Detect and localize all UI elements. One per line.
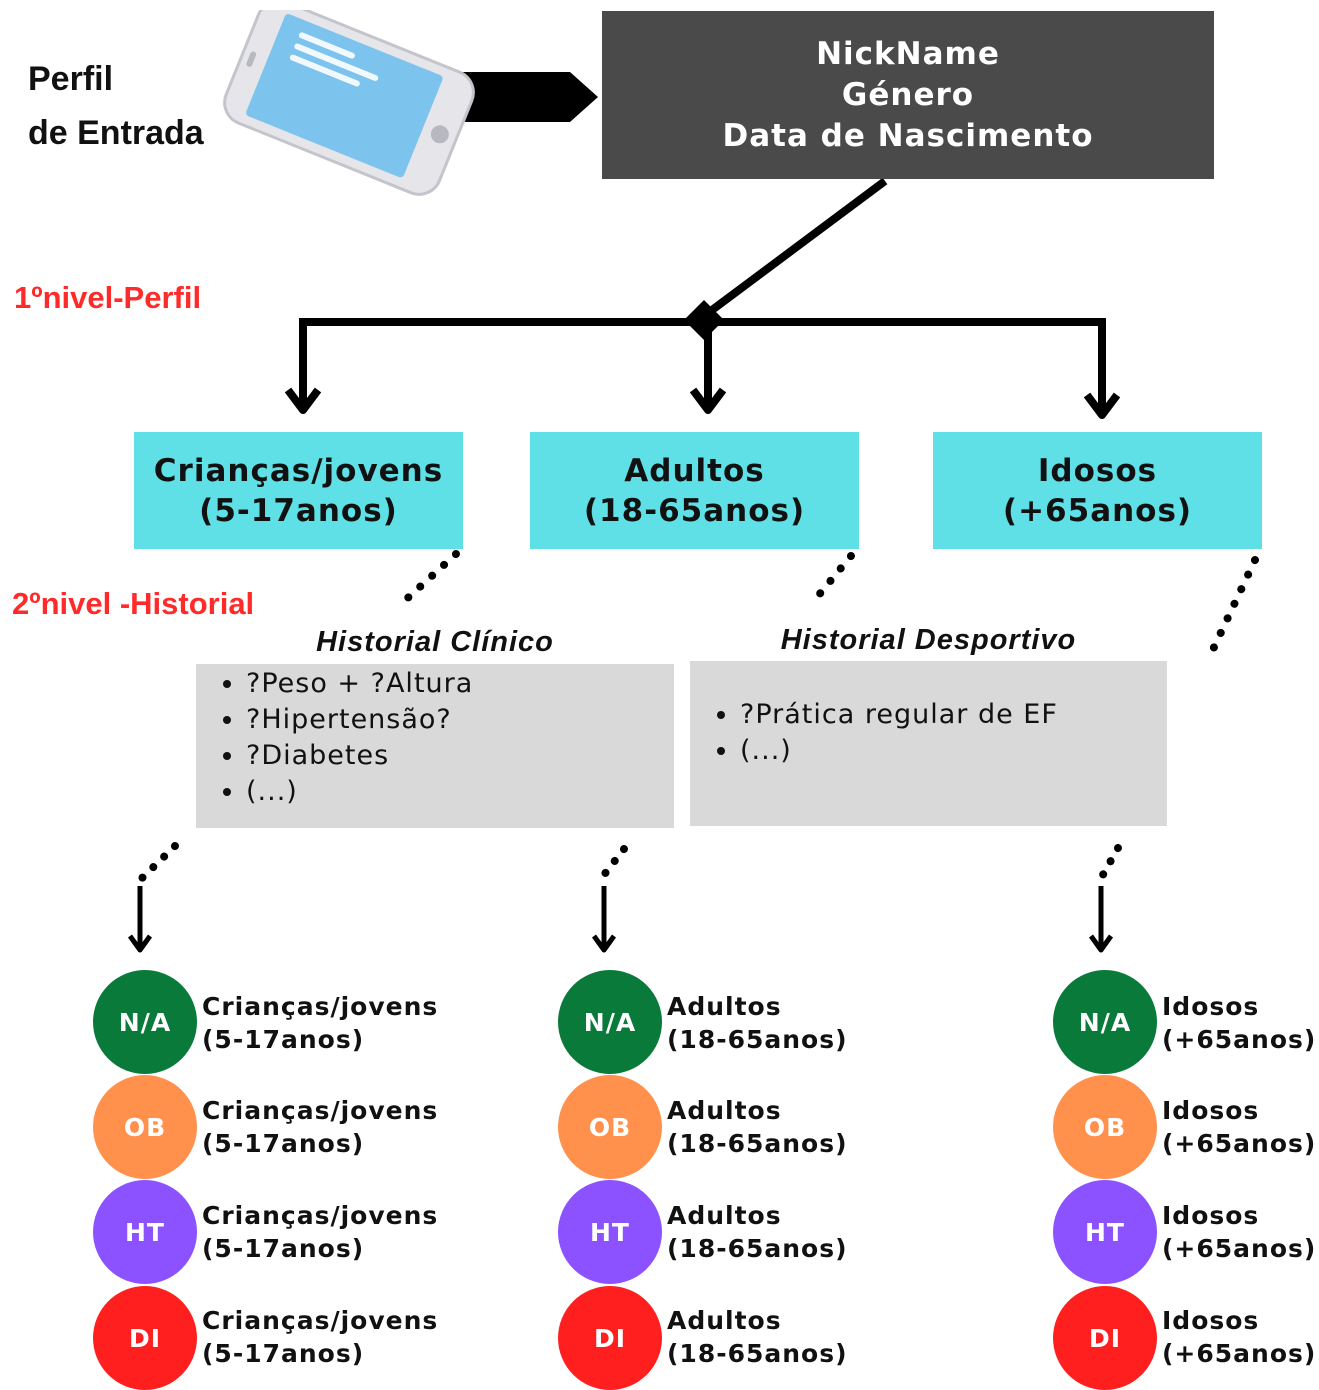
arrow-to-elderly xyxy=(1083,318,1121,419)
arrow-to-adults xyxy=(689,320,727,414)
category-ob-circle: OB xyxy=(1053,1075,1157,1179)
category-ob-circle: OB xyxy=(558,1075,662,1179)
clinical-history-box: ?Peso + ?Altura ?Hipertensão? ?Diabetes … xyxy=(196,664,674,828)
group-range: (18-65anos) xyxy=(583,492,806,529)
category-di-circle: DI xyxy=(93,1286,197,1390)
group-name: Idosos xyxy=(1037,452,1158,489)
dotted-link-elderly xyxy=(1204,556,1259,664)
arrow-to-results-children xyxy=(127,842,179,953)
input-profile-title-line1: Perfil xyxy=(28,60,114,98)
result-label-adults: Adultos(18-65anos) xyxy=(667,1096,848,1158)
list-item: ?Prática regular de EF xyxy=(740,697,1167,733)
category-na-circle: N/A xyxy=(558,970,662,1074)
input-to-junction-line xyxy=(701,177,888,320)
category-ht-circle: HT xyxy=(1053,1180,1157,1284)
result-label-elderly: Idosos(+65anos) xyxy=(1162,992,1317,1054)
result-label-elderly: Idosos(+65anos) xyxy=(1162,1096,1317,1158)
list-item: ?Peso + ?Altura xyxy=(246,666,674,702)
group-box-children: Crianças/jovens (5-17anos) xyxy=(134,432,463,549)
list-item: ?Hipertensão? xyxy=(246,702,674,738)
sport-history-list: ?Prática regular de EF (...) xyxy=(690,697,1167,769)
category-ob-circle: OB xyxy=(93,1075,197,1179)
arrow-to-children xyxy=(284,318,322,414)
group-range: (+65anos) xyxy=(1002,492,1193,529)
group-range: (5-17anos) xyxy=(199,492,398,529)
group-name: Adultos xyxy=(624,452,765,489)
list-item: (...) xyxy=(740,733,1167,769)
list-item: ?Diabetes xyxy=(246,738,674,774)
level1-label: 1ºnivel-Perfil xyxy=(14,280,202,315)
clinical-history-list: ?Peso + ?Altura ?Hipertensão? ?Diabetes … xyxy=(196,666,674,810)
result-label-children: Crianças/jovens (5-17anos) xyxy=(202,1096,439,1158)
category-di-circle: DI xyxy=(558,1286,662,1390)
result-label-adults: Adultos(18-65anos) xyxy=(667,1201,848,1263)
category-na-circle: N/A xyxy=(1053,970,1157,1074)
smartphone-icon xyxy=(223,10,475,196)
group-box-adults: Adultos (18-65anos) xyxy=(530,432,859,549)
group-name: Crianças/jovens xyxy=(153,452,444,489)
result-label-adults: Adultos(18-65anos) xyxy=(667,992,848,1054)
group-box-elderly: Idosos (+65anos) xyxy=(933,432,1262,549)
field-nickname: NickName xyxy=(816,35,1000,72)
dotted-link-children xyxy=(396,550,460,609)
sport-history-box: ?Prática regular de EF (...) xyxy=(690,661,1167,826)
arrow-to-results-elderly xyxy=(1088,844,1122,953)
sport-history-title: Historial Desportivo xyxy=(780,624,1077,656)
clinical-history-title: Historial Clínico xyxy=(316,626,554,658)
result-label-children: Crianças/jovens (5-17anos) xyxy=(202,992,439,1054)
level2-label: 2ºnivel -Historial xyxy=(12,586,255,621)
arrow-to-results-adults xyxy=(591,845,628,953)
input-profile-title: Perfil de Entrada xyxy=(28,52,288,160)
result-label-adults: Adultos(18-65anos) xyxy=(667,1306,848,1368)
field-birthdate: Data de Nascimento xyxy=(722,117,1094,154)
category-ht-circle: HT xyxy=(558,1180,662,1284)
result-label-elderly: Idosos(+65anos) xyxy=(1162,1201,1317,1263)
field-gender: Género xyxy=(841,76,975,113)
input-profile-title-line2: de Entrada xyxy=(28,114,204,152)
category-ht-circle: HT xyxy=(93,1180,197,1284)
list-item: (...) xyxy=(246,774,674,810)
input-fields-box: NickName Género Data de Nascimento xyxy=(602,11,1214,179)
result-label-elderly: Idosos(+65anos) xyxy=(1162,1306,1317,1368)
result-label-children: Crianças/jovens (5-17anos) xyxy=(202,1201,439,1263)
category-na-circle: N/A xyxy=(93,970,197,1074)
dotted-link-adults xyxy=(809,552,855,606)
category-di-circle: DI xyxy=(1053,1286,1157,1390)
result-label-children: Crianças/jovens (5-17anos) xyxy=(202,1306,439,1368)
